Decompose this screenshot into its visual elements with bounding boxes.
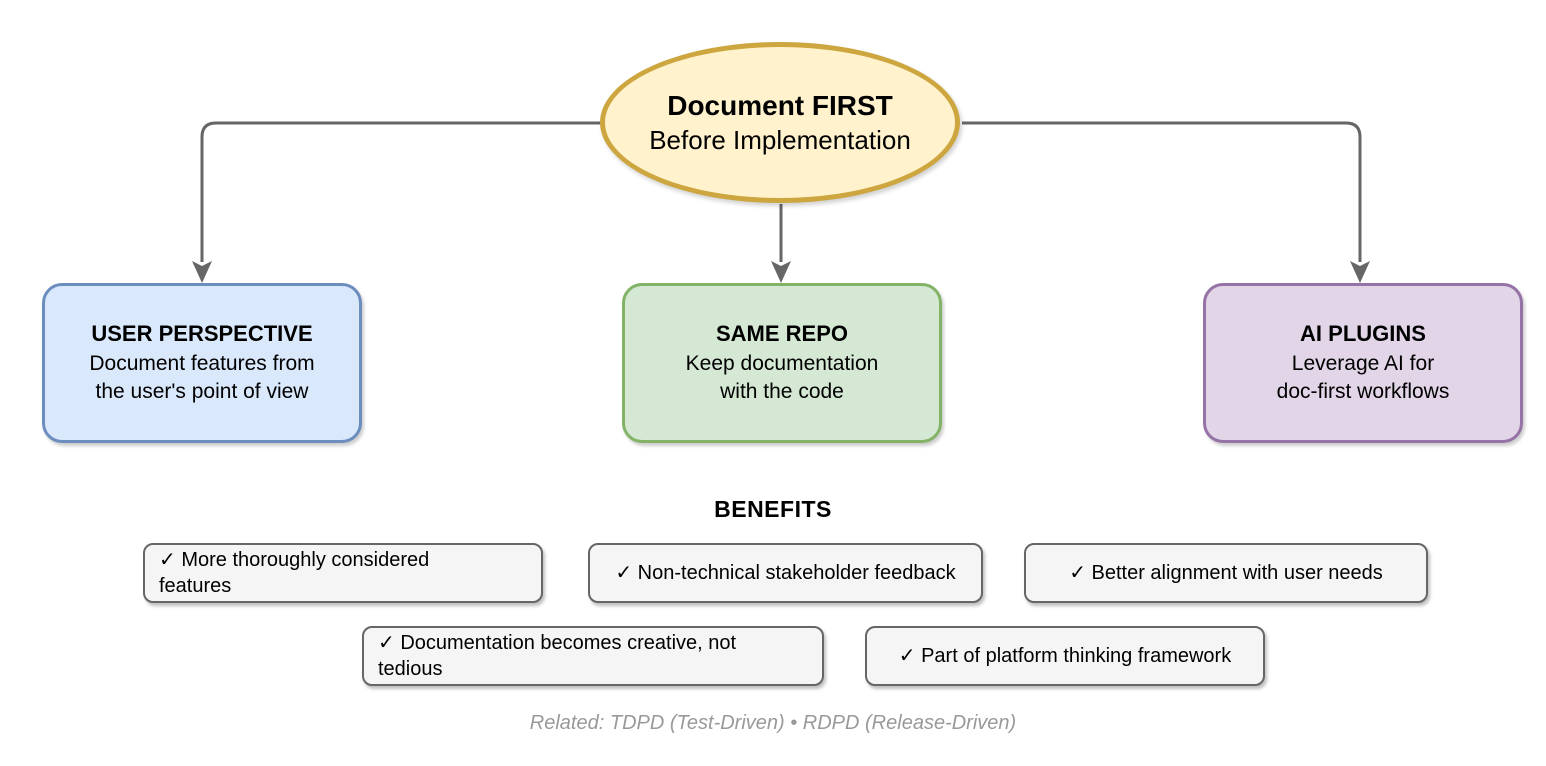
related-methods-note: Related: TDPD (Test-Driven) • RDPD (Rele…	[529, 712, 1017, 734]
branch-title: USER PERSPECTIVE	[91, 321, 313, 346]
root-node-document-first: Document FIRST Before Implementation	[600, 42, 960, 203]
branch-body-line: with the code	[720, 380, 844, 403]
branch-body-line: the user's point of view	[95, 380, 309, 403]
branch-body: Leverage AI for doc-first workflows	[1277, 350, 1450, 406]
root-node-subtitle: Before Implementation	[649, 124, 911, 155]
branch-node-ai-plugins: AI PLUGINS Leverage AI for doc-first wor…	[1203, 283, 1523, 443]
arrowhead-right-icon	[1350, 261, 1370, 283]
arrowhead-left-icon	[192, 261, 212, 283]
benefit-item-platform-thinking: ✓ Part of platform thinking framework	[865, 626, 1265, 686]
branch-body: Keep documentation with the code	[686, 350, 879, 406]
connector-left	[200, 121, 600, 262]
benefit-label-line: ✓ More thoroughly considered	[159, 549, 430, 571]
benefit-label-line: ✓ Part of platform thinking framework	[898, 645, 1232, 667]
benefit-item-creative-documentation: ✓ Documentation becomes creative, not te…	[362, 626, 824, 686]
branch-body: Document features from the user's point …	[89, 350, 314, 406]
branch-node-same-repo: SAME REPO Keep documentation with the co…	[622, 283, 942, 443]
connector-right	[962, 121, 1362, 262]
benefit-item-stakeholder-feedback: ✓ Non-technical stakeholder feedback	[588, 543, 983, 603]
benefits-heading: BENEFITS	[714, 496, 832, 522]
branch-node-user-perspective: USER PERSPECTIVE Document features from …	[42, 283, 362, 443]
branch-title: AI PLUGINS	[1300, 321, 1426, 346]
branch-title: SAME REPO	[715, 321, 849, 346]
branch-body-line: Keep documentation	[685, 352, 879, 375]
benefit-item-thorough-features: ✓ More thoroughly considered features	[143, 543, 543, 603]
branch-body-line: Document features from	[89, 352, 315, 375]
arrowhead-middle-icon	[771, 261, 791, 283]
benefit-item-user-alignment: ✓ Better alignment with user needs	[1024, 543, 1428, 603]
benefit-label-line: ✓ Documentation becomes creative, not	[378, 632, 737, 654]
benefit-label-line: features	[159, 575, 232, 597]
branch-body-line: doc-first workflows	[1276, 380, 1450, 403]
branch-body-line: Leverage AI for	[1291, 352, 1435, 375]
benefit-label-line: tedious	[378, 658, 443, 680]
root-node-title: Document FIRST	[667, 89, 893, 121]
benefit-label-line: ✓ Better alignment with user needs	[1069, 562, 1383, 584]
benefit-label-line: ✓ Non-technical stakeholder feedback	[615, 562, 956, 584]
